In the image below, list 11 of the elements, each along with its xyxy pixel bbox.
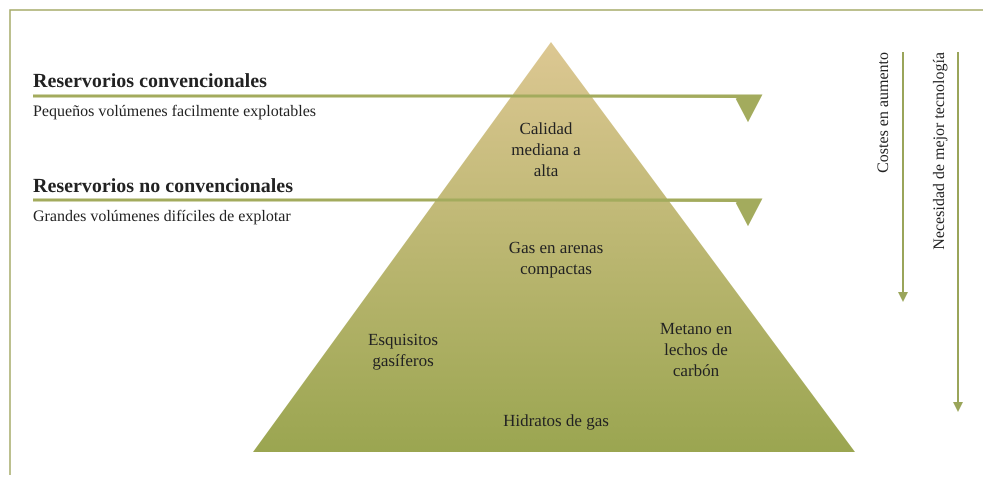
subheading: Grandes volúmenes difíciles de explotar — [33, 208, 291, 226]
pyramid-label: Calidad mediana a alta — [510, 118, 582, 181]
heading: Reservorios no convencionales — [33, 175, 293, 198]
pyramid-label: Metano en lechos de carbón — [658, 318, 734, 381]
axis-label: Necesidad de mejor tecnología — [931, 52, 949, 250]
pyramid-label: Hidratos de gas — [502, 410, 610, 431]
pyramid-label: Gas en arenas compactas — [508, 237, 604, 279]
axis-label: Costes en aumento — [875, 52, 893, 173]
heading: Reservorios convencionales — [33, 70, 267, 93]
subheading: Pequeños volúmenes facilmente explotables — [33, 103, 316, 121]
pyramid-label: Esquisitos gasíferos — [367, 329, 439, 371]
